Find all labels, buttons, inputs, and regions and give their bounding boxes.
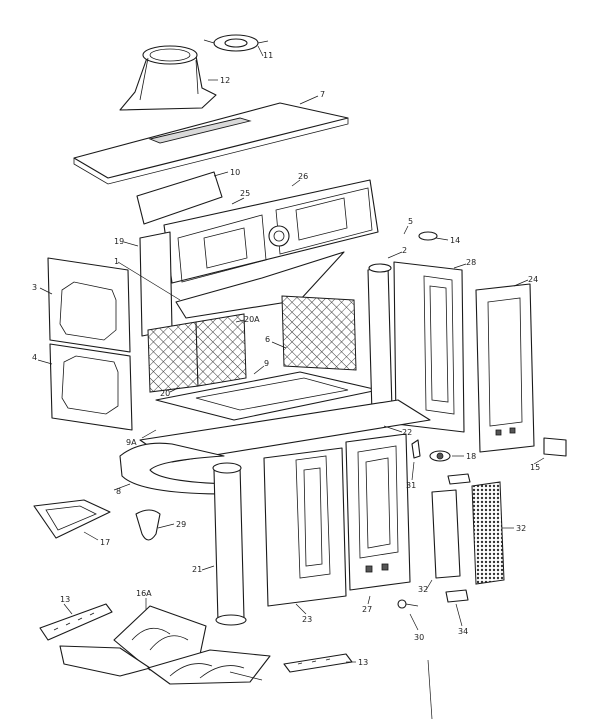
label-part-4: 4 bbox=[32, 353, 37, 362]
part-14-gasket bbox=[418, 231, 438, 241]
part-28-side-door bbox=[393, 261, 465, 433]
label-part-22: 22 bbox=[402, 428, 412, 437]
label-part-1: 1 bbox=[114, 257, 119, 266]
label-part-20a: 20A bbox=[244, 315, 260, 324]
label-part-14: 14 bbox=[450, 236, 460, 245]
part-18-spring-clip bbox=[447, 473, 471, 485]
label-part-12: 12 bbox=[220, 76, 230, 85]
label-part-29: 29 bbox=[176, 520, 186, 529]
part-30-screw bbox=[397, 599, 419, 609]
part-10-baffle bbox=[136, 171, 223, 225]
part-19-rear-panel bbox=[139, 231, 173, 337]
part-labels: 11 12 7 10 26 25 19 5 14 1 2 28 3 24 20A… bbox=[32, 51, 540, 667]
label-part-28: 28 bbox=[466, 258, 476, 267]
part-29-knob bbox=[135, 509, 161, 541]
label-part-31: 31 bbox=[406, 481, 416, 490]
part-15-latch-plate bbox=[543, 437, 567, 457]
label-part-13-right: 13 bbox=[358, 658, 368, 667]
part-16a-grate bbox=[59, 605, 271, 685]
part-18-knob bbox=[429, 450, 451, 462]
label-part-13-left: 13 bbox=[60, 595, 70, 604]
label-part-18: 18 bbox=[466, 452, 476, 461]
label-part-34: 34 bbox=[458, 627, 468, 636]
label-part-10: 10 bbox=[230, 168, 240, 177]
label-part-5: 5 bbox=[408, 217, 413, 226]
label-part-26: 26 bbox=[298, 172, 308, 181]
label-part-20: 20 bbox=[160, 389, 170, 398]
label-part-17: 17 bbox=[100, 538, 110, 547]
part-24-glass-door bbox=[475, 283, 535, 453]
part-13-grate-bar bbox=[39, 603, 113, 641]
label-part-2: 2 bbox=[402, 246, 407, 255]
label-part-32-glass: 32 bbox=[418, 585, 428, 594]
part-17-frame bbox=[33, 499, 111, 539]
part-7-top-plate bbox=[73, 102, 349, 185]
part-21-left-pillar bbox=[212, 462, 247, 626]
label-part-9: 9 bbox=[264, 359, 269, 368]
label-part-19: 19 bbox=[114, 237, 124, 246]
part-8-9a-hearth-rail bbox=[119, 399, 431, 495]
part-32-glass bbox=[431, 489, 461, 579]
part-20-firebricks bbox=[147, 295, 357, 393]
part-12-flue-outlet bbox=[119, 45, 217, 111]
label-part-9a: 9A bbox=[126, 438, 137, 447]
part-31-handle bbox=[411, 439, 421, 459]
part-3-4-left-side-panel bbox=[47, 257, 133, 431]
label-part-24: 24 bbox=[528, 275, 538, 284]
label-part-3: 3 bbox=[32, 283, 37, 292]
label-part-32-screen: 32 bbox=[516, 524, 526, 533]
label-part-25: 25 bbox=[240, 189, 250, 198]
label-part-8: 8 bbox=[116, 487, 121, 496]
label-part-23: 23 bbox=[302, 615, 312, 624]
part-13-rail bbox=[283, 653, 353, 673]
label-part-27: 27 bbox=[362, 605, 372, 614]
label-part-30: 30 bbox=[414, 633, 424, 642]
part-27-front-door bbox=[345, 433, 411, 591]
label-part-6: 6 bbox=[265, 335, 270, 344]
label-part-7: 7 bbox=[320, 90, 325, 99]
label-part-21: 21 bbox=[192, 565, 202, 574]
leader-lines bbox=[37, 45, 545, 719]
part-11-collar-ring bbox=[203, 34, 269, 52]
part-5-baffle bbox=[175, 251, 345, 319]
part-32-screen bbox=[471, 481, 505, 585]
part-2-22-front-pillar bbox=[367, 263, 396, 418]
part-34-clip bbox=[445, 589, 469, 603]
part-23-front-door bbox=[263, 447, 347, 607]
label-part-15: 15 bbox=[530, 463, 540, 472]
label-part-16a: 16A bbox=[136, 589, 152, 598]
label-part-11: 11 bbox=[263, 51, 273, 60]
